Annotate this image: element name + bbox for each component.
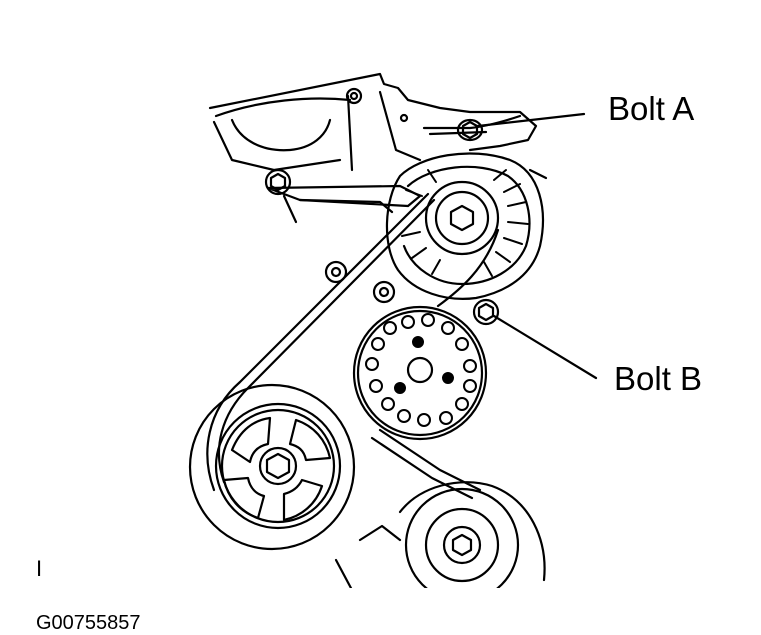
engine-cover [208,72,538,172]
drive-belt [206,192,500,500]
mount-bolt-2 [372,280,396,304]
bolt-a-leader [476,112,586,128]
crankshaft-pulley [188,383,356,551]
bracket-bolt [264,168,292,196]
adjuster-bracket [264,168,422,224]
cover-bolt [345,87,363,105]
alternator-pulley [424,180,500,256]
figure-id: G00755857 [36,612,141,634]
bolt-a-label: Bolt A [608,90,695,127]
idler-pulley [352,305,488,441]
bolt-b-hardware [472,298,500,326]
bolt-a-hardware [456,118,484,142]
corner-mark: I [36,556,43,581]
bolt-b-label: Bolt B [614,360,703,397]
mount-bolt-1 [324,260,348,284]
lower-pulley [334,481,546,603]
bolt-b-leader [492,314,598,380]
alternator [385,152,548,300]
